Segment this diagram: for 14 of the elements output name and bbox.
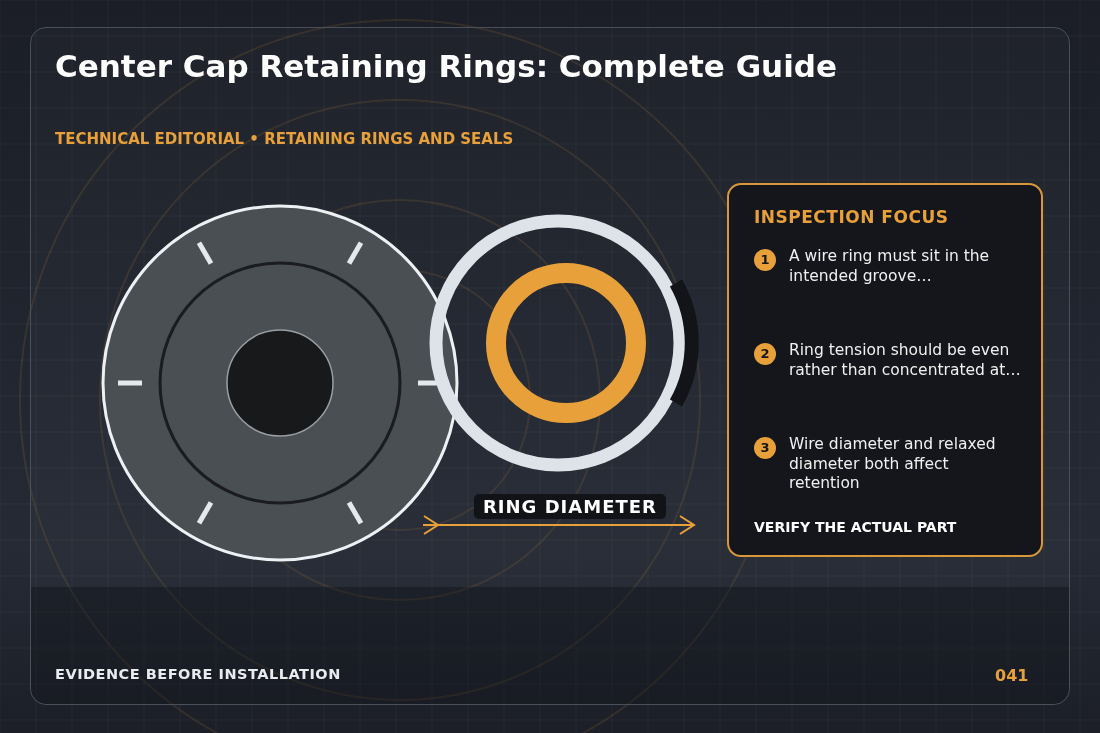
number-badge: 2 [754, 343, 776, 365]
item-text: Wire diameter and relaxed diameter both affect retention [789, 435, 997, 494]
panel-heading: INSPECTION FOCUS [754, 207, 949, 227]
number-badge: 1 [754, 249, 776, 271]
dimension-label: RING DIAMETER [474, 494, 666, 519]
subtitle: TECHNICAL EDITORIAL • RETAINING RINGS AND SEALS [55, 130, 514, 148]
item-text: A wire ring must sit in the intended groove… [789, 247, 991, 286]
page-number: 041 [995, 666, 1029, 685]
item-text: Ring tension should be even rather than concentrated at… [789, 341, 1022, 380]
inspection-panel [727, 183, 1043, 557]
panel-footer-text: VERIFY THE ACTUAL PART [754, 519, 957, 535]
title: Center Cap Retaining Rings: Complete Guide [55, 48, 837, 84]
footer-text: EVIDENCE BEFORE INSTALLATION [55, 666, 341, 682]
number-badge: 3 [754, 437, 776, 459]
